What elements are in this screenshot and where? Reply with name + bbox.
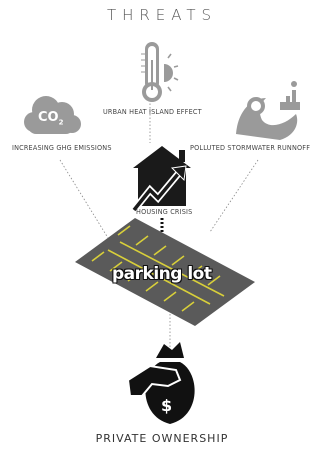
private-ownership-label: PRIVATE OWNERSHIP [95, 432, 229, 445]
label-urban-heat-island: URBAN HEAT ISLAND EFFECT [103, 107, 202, 116]
connector-runoff [209, 159, 259, 233]
co2-text: CO2 [38, 110, 63, 127]
diagram-title: THREATS [106, 6, 218, 24]
label-housing-crisis: HOUSING CRISIS [136, 207, 193, 216]
label-ghg-emissions: INCREASING GHG EMISSIONS [12, 143, 112, 152]
stormwater-icon [236, 81, 300, 140]
co2-subscript: 2 [58, 118, 64, 127]
co2-cloud-icon [24, 96, 81, 134]
co2-main: CO [38, 110, 59, 125]
money-bag-icon [126, 342, 195, 424]
parking-lot-label: parking lot [112, 264, 212, 284]
connector-ghg [59, 159, 109, 239]
dollar-symbol: $ [161, 396, 173, 415]
label-stormwater-runoff: POLLUTED STORMWATER RUNNOFF [190, 143, 311, 152]
parking-lot-illustration [75, 218, 255, 326]
connector-lines [59, 100, 259, 352]
housing-crisis-icon [131, 146, 191, 213]
thermometer-icon [141, 42, 179, 102]
